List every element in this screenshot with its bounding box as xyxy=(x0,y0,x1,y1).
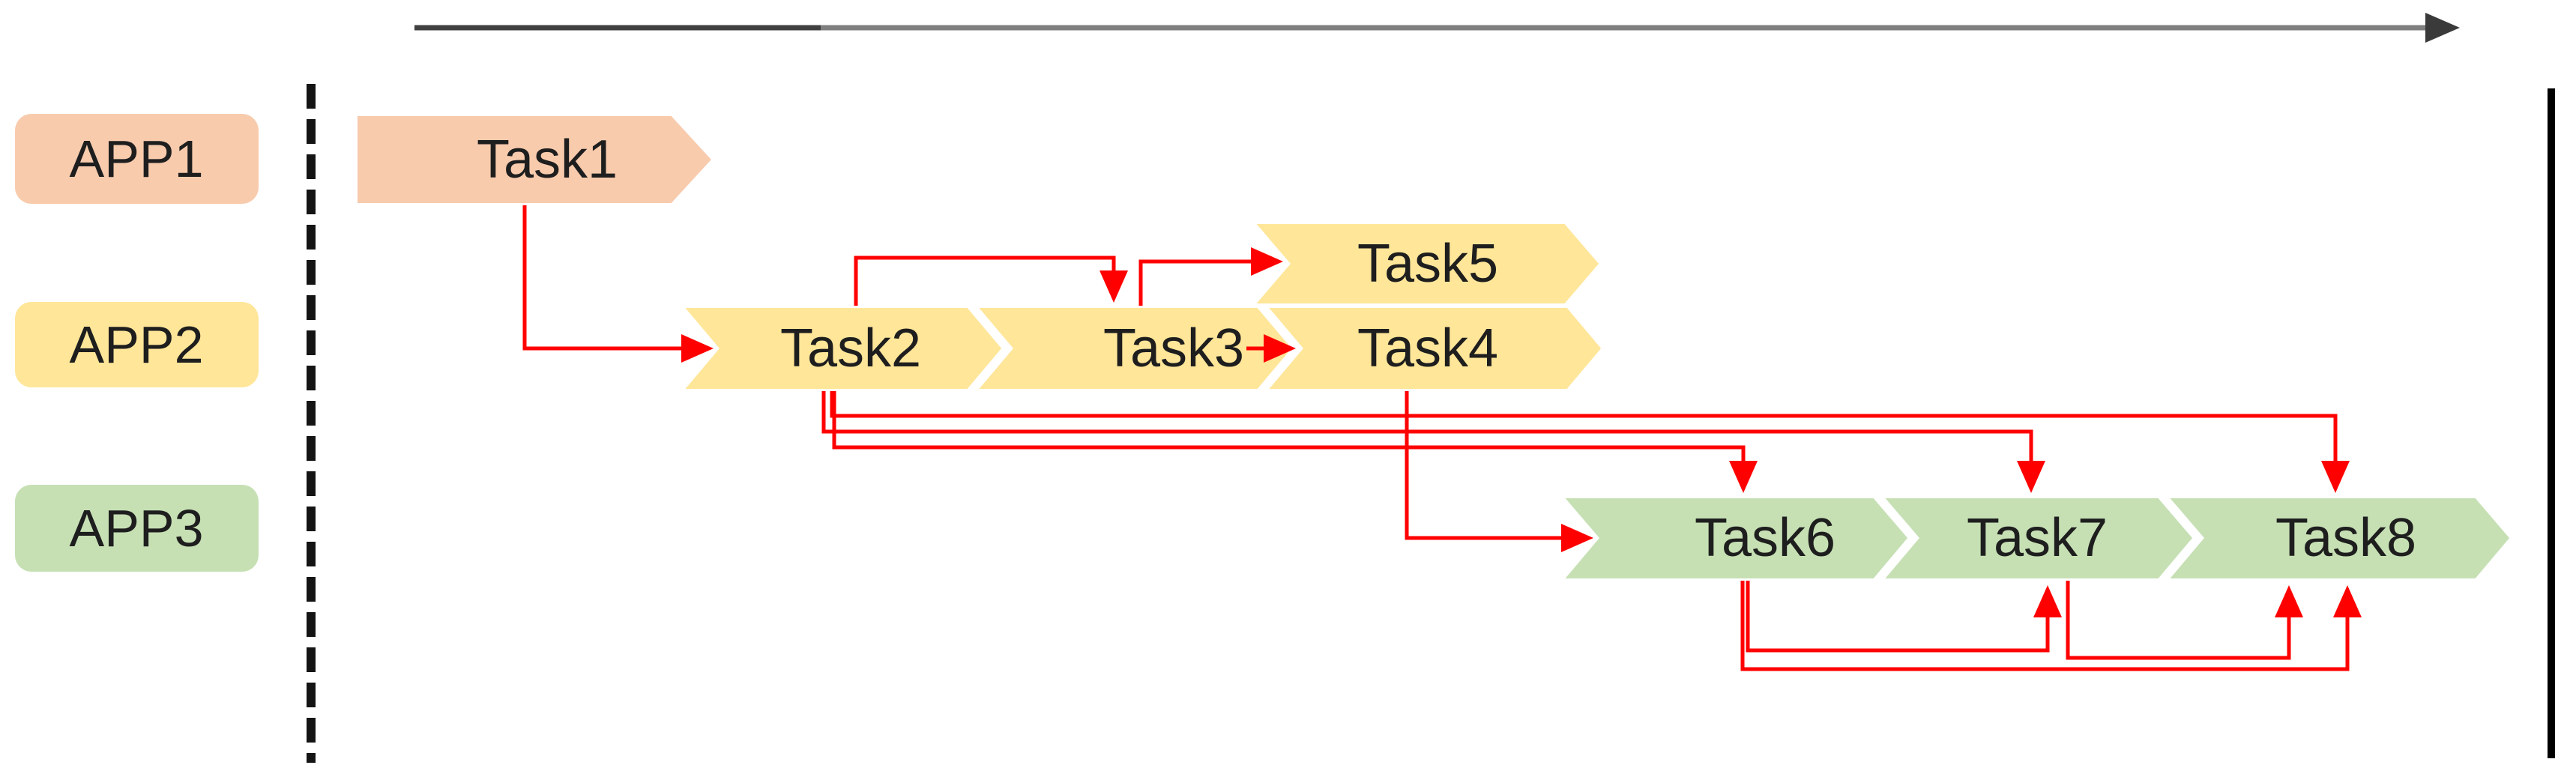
task-task7-shape xyxy=(1875,494,2198,583)
task-task2-shape xyxy=(675,303,1007,393)
task-task3-label: Task3 xyxy=(1103,318,1244,378)
dependency-arrow-task6-task7 xyxy=(1746,581,2062,653)
task-task2-label: Task2 xyxy=(780,318,921,378)
task-task4: Task4 xyxy=(1259,303,1607,393)
dependency-arrow-task3-task5 xyxy=(1138,247,1283,306)
task-task1-label: Task1 xyxy=(477,130,618,190)
task-task3: Task3 xyxy=(969,303,1297,393)
task-task1-shape xyxy=(353,112,718,208)
task-task6: Task6 xyxy=(1555,494,1913,583)
task-task7-label: Task7 xyxy=(1967,508,2108,568)
task-task8-shape xyxy=(2160,494,2515,583)
dependency-arrow-task2-task7 xyxy=(821,391,2045,493)
dependency-arrow-task7-task8 xyxy=(2066,581,2303,660)
task-task1: Task1 xyxy=(353,112,718,208)
lane-app2: APP2 xyxy=(15,302,259,387)
task-task2: Task2 xyxy=(675,303,1007,393)
task-task7: Task7 xyxy=(1875,494,2198,583)
task-task5-label: Task5 xyxy=(1357,234,1498,294)
lane-app2-badge xyxy=(15,302,259,387)
dependency-arrow-task4-task6 xyxy=(1405,391,1593,552)
dependency-arrow-task6-task8 xyxy=(1740,581,2362,671)
lane-app3-label: APP3 xyxy=(70,499,204,557)
task-task5-shape xyxy=(1246,220,1605,308)
task-task8: Task8 xyxy=(2160,494,2515,583)
dependency-arrow-task1-task2 xyxy=(522,205,714,363)
task-task6-label: Task6 xyxy=(1695,508,1836,568)
task-task6-shape xyxy=(1555,494,1913,583)
lane-app3: APP3 xyxy=(15,485,259,572)
lane-app1: APP1 xyxy=(15,114,259,204)
task-task4-label: Task4 xyxy=(1357,318,1498,378)
dependency-arrows xyxy=(522,205,2362,671)
dependency-arrow-task2-task6 xyxy=(832,391,1758,493)
task-task5: Task5 xyxy=(1246,220,1605,308)
dependency-arrow-task2-task3 xyxy=(854,256,1128,306)
task-task8-label: Task8 xyxy=(2275,508,2416,568)
lane-app1-badge xyxy=(15,114,259,204)
lane-app2-label: APP2 xyxy=(70,315,204,374)
lane-app3-badge xyxy=(15,485,259,572)
lane-app1-label: APP1 xyxy=(70,130,204,188)
dependency-arrow-task2-task8 xyxy=(830,391,2350,493)
